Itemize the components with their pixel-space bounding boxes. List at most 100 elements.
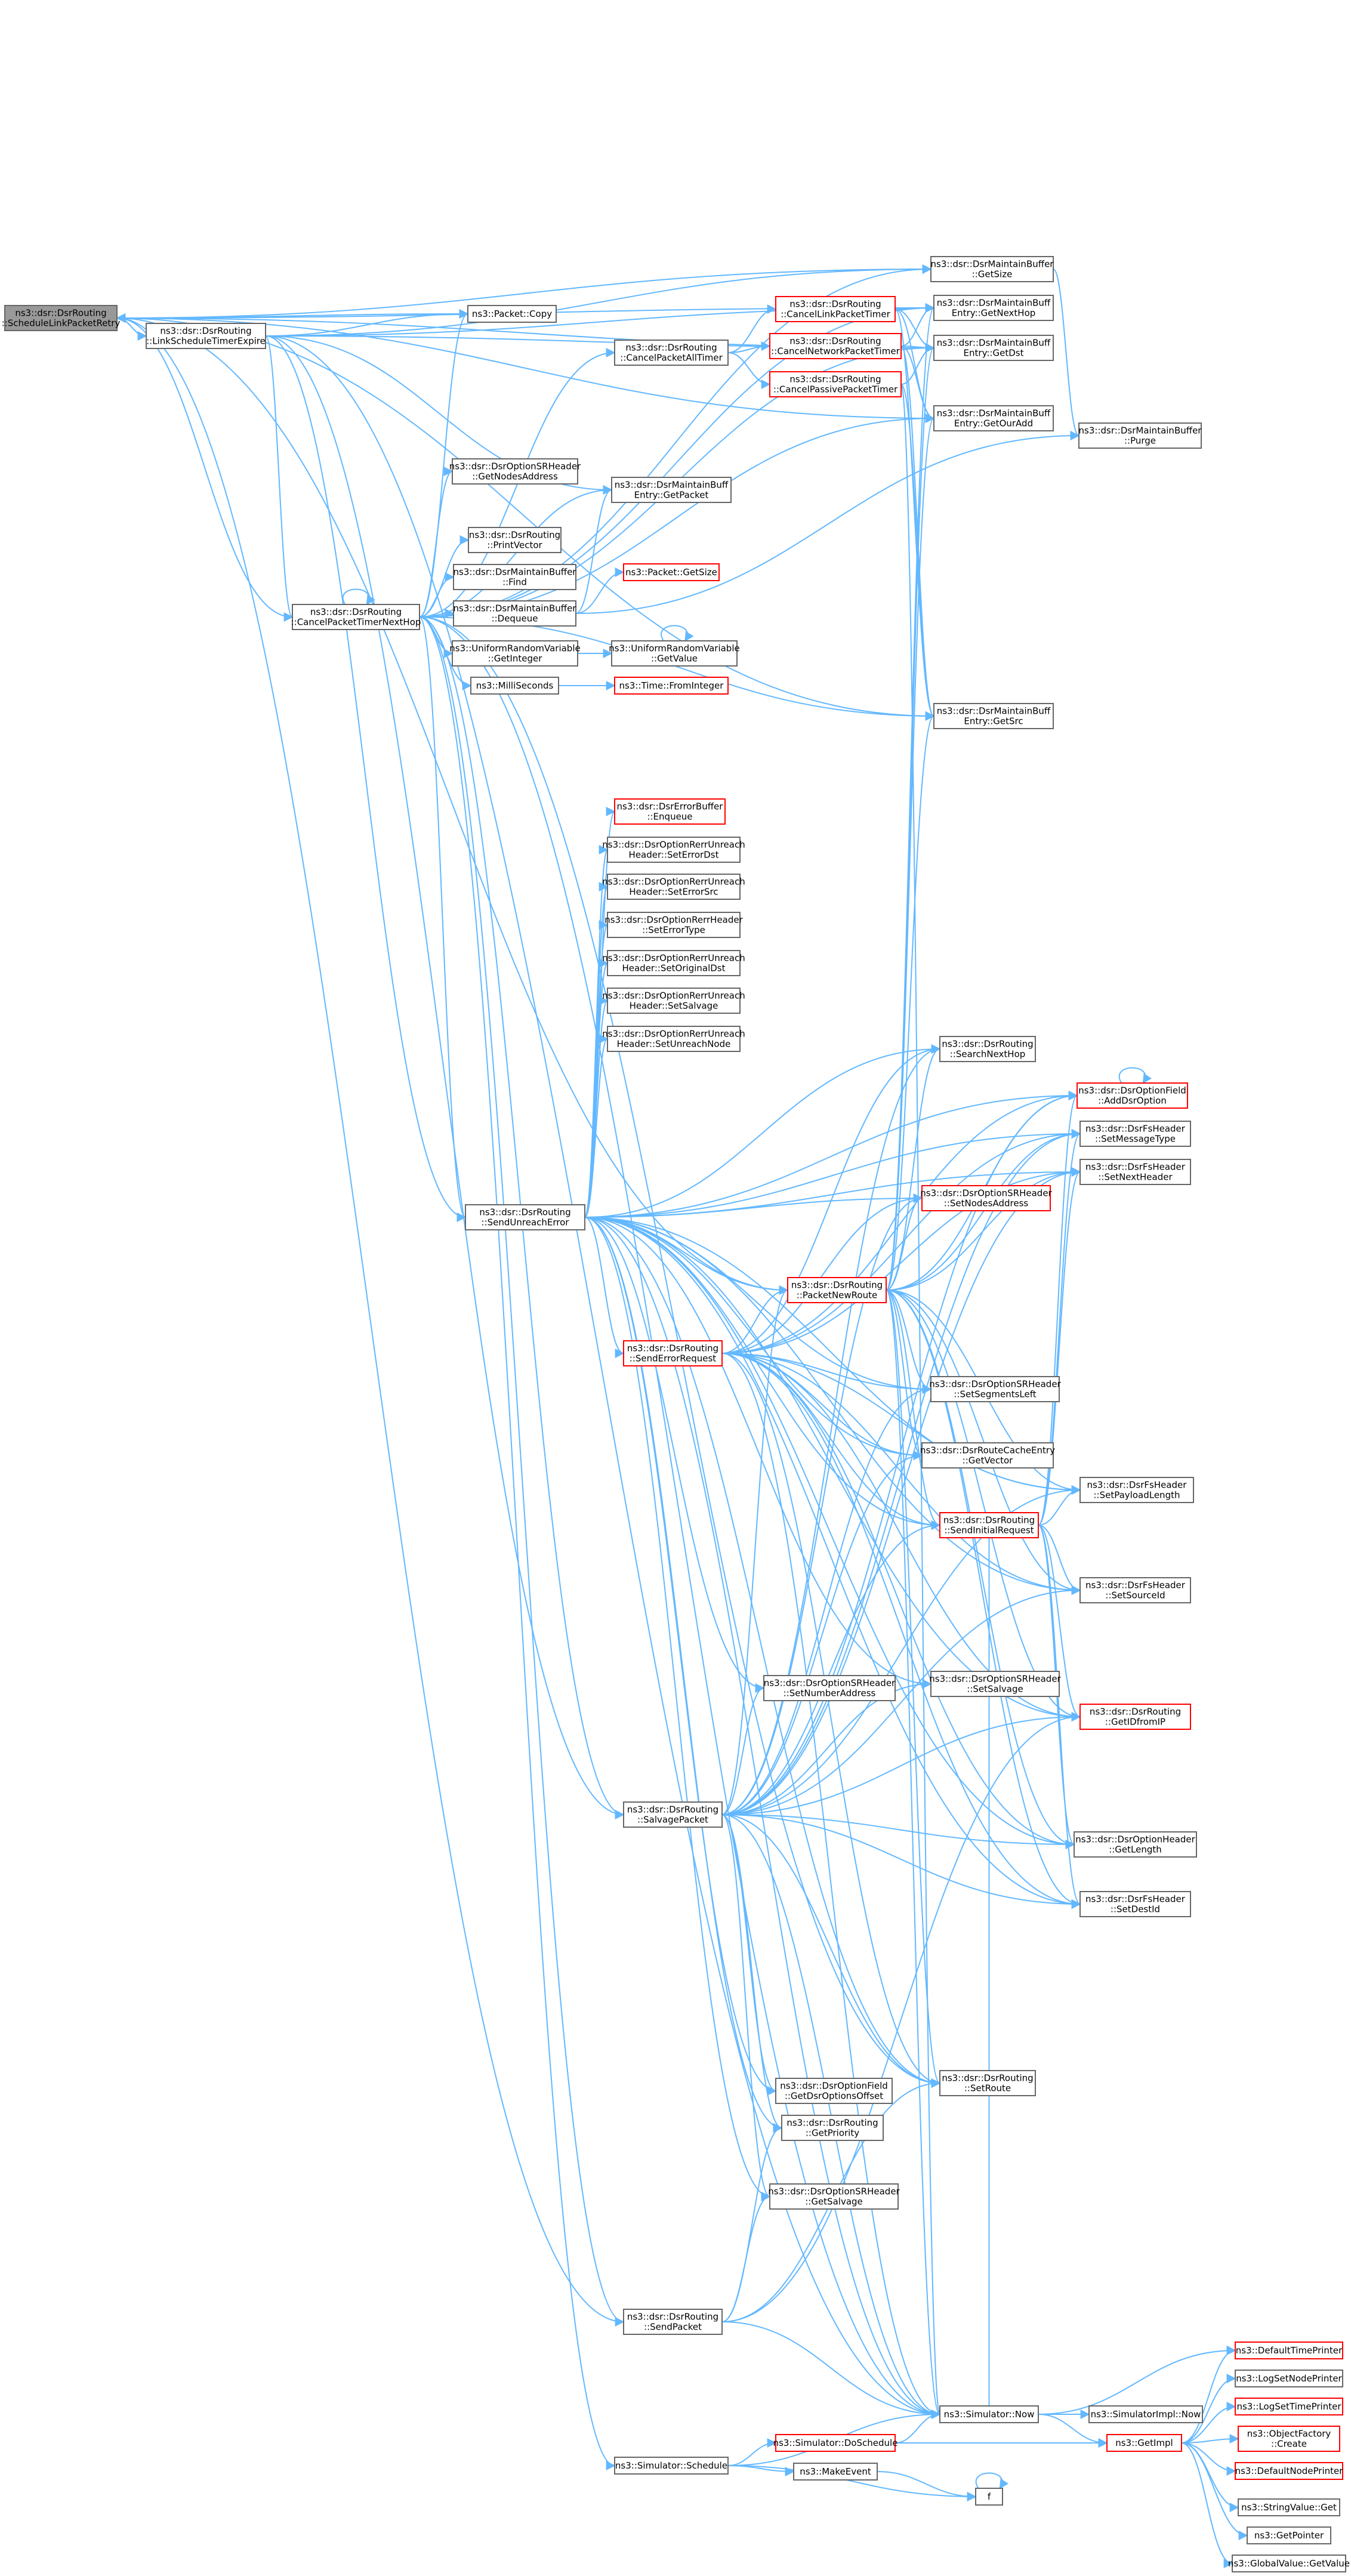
- node-entry-get-next-hop[interactable]: ns3::dsr::DsrMaintainBuffEntry::GetNextH…: [933, 295, 1054, 321]
- node-label: ns3::GlobalValue::GetValue: [1228, 2558, 1350, 2569]
- edge-send-packet-to-get-priority: [721, 2123, 783, 2322]
- node-set-dest-id[interactable]: ns3::dsr::DsrFsHeader::SetDestId: [1079, 1891, 1191, 1917]
- node-do-schedule[interactable]: ns3::Simulator::DoSchedule: [773, 2434, 898, 2452]
- edge-packet-new-route-to-root: [116, 313, 788, 1291]
- node-print-vector[interactable]: ns3::dsr::DsrRouting::PrintVector: [468, 527, 562, 553]
- node-buf-get-size[interactable]: ns3::dsr::DsrMaintainBuffer::GetSize: [930, 256, 1054, 282]
- edge-send-unreach-error-to-option-get-length: [584, 1217, 1075, 1849]
- node-salvage-packet[interactable]: ns3::dsr::DsrRouting::SalvagePacket: [623, 1801, 723, 1828]
- node-set-unreach-node[interactable]: ns3::dsr::DsrOptionRerrUnreachHeader::Se…: [602, 1026, 745, 1052]
- node-get-idfrom-ip[interactable]: ns3::dsr::DsrRouting::GetIDfromIP: [1079, 1704, 1191, 1730]
- node-packet-copy[interactable]: ns3::Packet::Copy: [467, 305, 557, 323]
- node-box: [607, 912, 741, 938]
- node-get-impl[interactable]: ns3::GetImpl: [1106, 2434, 1182, 2452]
- node-make-event[interactable]: ns3::MakeEvent: [793, 2463, 878, 2481]
- node-string-value-get[interactable]: ns3::StringValue::Get: [1238, 2498, 1340, 2516]
- node-box: [453, 564, 576, 590]
- node-get-priority[interactable]: ns3::dsr::DsrRouting::GetPriority: [781, 2115, 884, 2141]
- node-sr-get-salvage[interactable]: ns3::dsr::DsrOptionSRHeader::GetSalvage: [768, 2183, 900, 2210]
- node-label: ::GetVector: [963, 1455, 1013, 1466]
- node-object-factory-create[interactable]: ns3::ObjectFactory::Create: [1238, 2426, 1340, 2452]
- node-set-message-type[interactable]: ns3::dsr::DsrFsHeader::SetMessageType: [1079, 1121, 1191, 1147]
- node-milli-seconds[interactable]: ns3::MilliSeconds: [470, 677, 559, 695]
- node-packet-get-size[interactable]: ns3::Packet::GetSize: [623, 563, 720, 581]
- node-set-next-header[interactable]: ns3::dsr::DsrFsHeader::SetNextHeader: [1079, 1159, 1191, 1185]
- node-label: ns3::dsr::DsrMaintainBuff: [937, 706, 1051, 717]
- node-box: [452, 458, 578, 485]
- node-box: [1238, 2498, 1340, 2516]
- node-simulator-schedule[interactable]: ns3::Simulator::Schedule: [614, 2457, 729, 2475]
- node-label: ns3::Simulator::Schedule: [615, 2460, 727, 2471]
- edge-send-initial-request-to-add-dsr-option: [1038, 1091, 1078, 1526]
- node-entry-get-our-add[interactable]: ns3::dsr::DsrMaintainBuffEntry::GetOurAd…: [933, 405, 1054, 431]
- node-set-number-address[interactable]: ns3::dsr::DsrOptionSRHeader::SetNumberAd…: [763, 1675, 896, 1701]
- node-cancel-passive-packet-timer[interactable]: ns3::dsr::DsrRouting::CancelPassivePacke…: [769, 371, 902, 397]
- node-set-error-dst[interactable]: ns3::dsr::DsrOptionRerrUnreachHeader::Se…: [602, 837, 745, 863]
- node-cancel-packet-all-timer[interactable]: ns3::dsr::DsrRouting::CancelPacketAllTim…: [614, 340, 729, 366]
- node-set-route[interactable]: ns3::dsr::DsrRouting::SetRoute: [939, 2070, 1036, 2096]
- node-default-node-printer[interactable]: ns3::DefaultNodePrinter: [1235, 2462, 1344, 2480]
- edge-send-error-request-to-search-next-hop: [721, 1044, 941, 1354]
- node-from-integer[interactable]: ns3::Time::FromInteger: [614, 677, 729, 695]
- node-set-error-type[interactable]: ns3::dsr::DsrOptionRerrHeader::SetErrorT…: [604, 912, 744, 938]
- node-box: [787, 1277, 887, 1303]
- node-label: ::Create: [1271, 2439, 1307, 2449]
- node-get-value[interactable]: ns3::UniformRandomVariable::GetValue: [609, 640, 740, 667]
- edge-send-error-request-to-route-cache-get-vector: [721, 1353, 923, 1460]
- node-send-initial-request[interactable]: ns3::dsr::DsrRouting::SendInitialRequest: [939, 1512, 1039, 1538]
- node-box: [769, 2183, 899, 2210]
- node-buf-purge[interactable]: ns3::dsr::DsrMaintainBuffer::Purge: [1078, 422, 1202, 449]
- node-cancel-network-packet-timer[interactable]: ns3::dsr::DsrRouting::CancelNetworkPacke…: [769, 333, 902, 359]
- node-link-timer-expire[interactable]: ns3::dsr::DsrRouting::LinkScheduleTimerE…: [146, 323, 266, 349]
- node-send-unreach-error[interactable]: ns3::dsr::DsrRouting::SendUnreachError: [465, 1204, 585, 1230]
- node-buf-dequeue[interactable]: ns3::dsr::DsrMaintainBuffer::Dequeue: [453, 600, 577, 627]
- node-rerr-set-salvage[interactable]: ns3::dsr::DsrOptionRerrUnreachHeader::Se…: [602, 988, 745, 1014]
- edge-make-event-to-fn-f: [877, 2471, 977, 2501]
- node-set-segments-left[interactable]: ns3::dsr::DsrOptionSRHeader::SetSegments…: [929, 1376, 1062, 1402]
- node-option-get-length[interactable]: ns3::dsr::DsrOptionHeader::GetLength: [1074, 1831, 1197, 1858]
- node-cancel-packet-timer-next-hop[interactable]: ns3::dsr::DsrRouting::CancelPacketTimerN…: [291, 604, 421, 630]
- node-box: [453, 600, 576, 627]
- node-box: [470, 677, 559, 695]
- node-get-pointer[interactable]: ns3::GetPointer: [1247, 2526, 1331, 2544]
- node-packet-new-route[interactable]: ns3::dsr::DsrRouting::PacketNewRoute: [787, 1277, 887, 1303]
- node-sr-set-salvage[interactable]: ns3::dsr::DsrOptionSRHeader::SetSalvage: [929, 1671, 1062, 1697]
- node-label: ::SendInitialRequest: [944, 1525, 1034, 1536]
- node-set-nodes-address[interactable]: ns3::dsr::DsrOptionSRHeader::SetNodesAdd…: [920, 1185, 1053, 1211]
- node-get-integer[interactable]: ns3::UniformRandomVariable::GetInteger: [449, 640, 581, 667]
- node-get-dsr-options-offset[interactable]: ns3::dsr::DsrOptionField::GetDsrOptionsO…: [775, 2078, 893, 2104]
- node-simulator-now[interactable]: ns3::Simulator::Now: [939, 2405, 1039, 2423]
- node-add-dsr-option[interactable]: ns3::dsr::DsrOptionField::AddDsrOption: [1077, 1082, 1188, 1109]
- node-log-set-node-printer[interactable]: ns3::LogSetNodePrinter: [1235, 2370, 1343, 2387]
- node-set-payload-length[interactable]: ns3::dsr::DsrFsHeader::SetPayloadLength: [1079, 1477, 1194, 1503]
- node-buf-find[interactable]: ns3::dsr::DsrMaintainBuffer::Find: [453, 564, 577, 590]
- node-send-error-request[interactable]: ns3::dsr::DsrRouting::SendErrorRequest: [623, 1340, 723, 1366]
- node-default-time-printer[interactable]: ns3::DefaultTimePrinter: [1235, 2341, 1343, 2359]
- node-label: ns3::StringValue::Get: [1241, 2502, 1337, 2513]
- node-get-nodes-address[interactable]: ns3::dsr::DsrOptionSRHeader::GetNodesAdd…: [449, 458, 581, 485]
- node-label: f: [988, 2491, 991, 2502]
- node-root[interactable]: ns3::dsr::DsrRouting::ScheduleLinkPacket…: [2, 305, 121, 331]
- node-simulator-impl-now[interactable]: ns3::SimulatorImpl::Now: [1088, 2405, 1203, 2423]
- node-log-set-time-printer[interactable]: ns3::LogSetTimePrinter: [1235, 2398, 1343, 2415]
- node-route-cache-get-vector[interactable]: ns3::dsr::DsrRouteCacheEntry::GetVector: [920, 1442, 1055, 1469]
- edge-cancel-passive-packet-timer-to-simulator-now: [900, 384, 941, 2418]
- node-cancel-link-packet-timer[interactable]: ns3::dsr::DsrRouting::CancelLinkPacketTi…: [775, 296, 896, 322]
- node-global-value-get-value[interactable]: ns3::GlobalValue::GetValue: [1228, 2555, 1350, 2572]
- node-search-next-hop[interactable]: ns3::dsr::DsrRouting::SearchNextHop: [939, 1036, 1036, 1062]
- node-set-original-dst[interactable]: ns3::dsr::DsrOptionRerrUnreachHeader::Se…: [602, 950, 745, 976]
- node-error-buffer-enqueue[interactable]: ns3::dsr::DsrErrorBuffer::Enqueue: [614, 798, 726, 825]
- node-set-source-id[interactable]: ns3::dsr::DsrFsHeader::SetSourceId: [1079, 1577, 1191, 1603]
- node-entry-get-packet[interactable]: ns3::dsr::DsrMaintainBuffEntry::GetPacke…: [611, 477, 732, 503]
- edge-cancel-packet-timer-next-hop-to-send-unreach-error: [419, 616, 467, 1222]
- node-box: [614, 677, 729, 695]
- node-fn-f[interactable]: f: [975, 2488, 1003, 2506]
- edge-send-unreach-error-to-set-source-id: [584, 1217, 1081, 1595]
- edge-send-unreach-error-to-route-cache-get-vector: [584, 1217, 923, 1460]
- node-box: [933, 405, 1054, 431]
- node-send-packet[interactable]: ns3::dsr::DsrRouting::SendPacket: [623, 2309, 723, 2335]
- node-set-error-src[interactable]: ns3::dsr::DsrOptionRerrUnreachHeader::Se…: [602, 874, 745, 900]
- edge-send-error-request-to-packet-new-route: [721, 1285, 789, 1354]
